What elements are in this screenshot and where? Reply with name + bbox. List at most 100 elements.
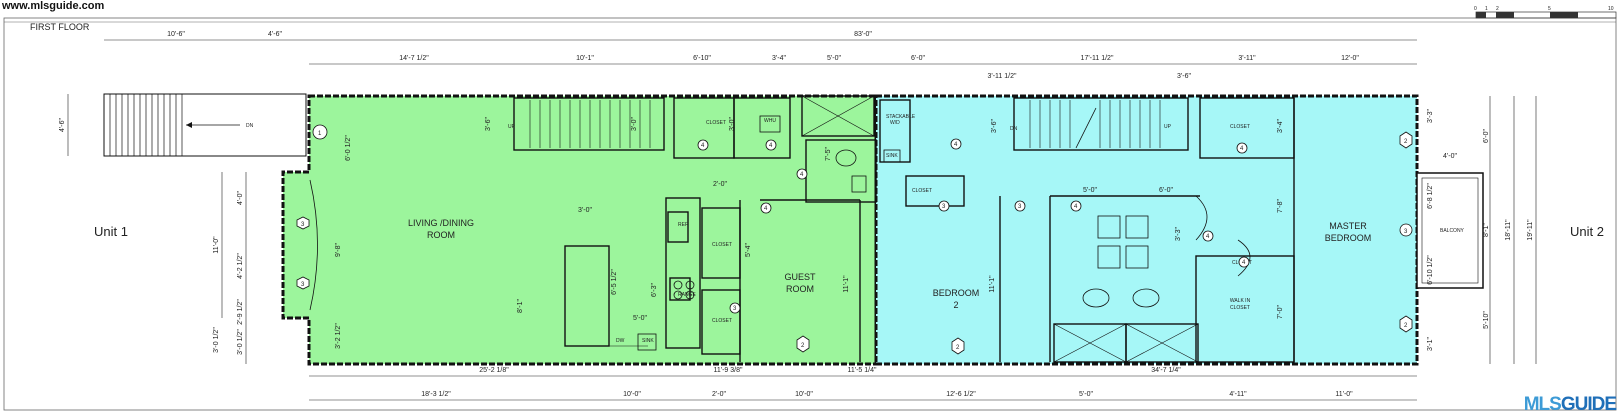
dim-bottom-7: 11'-0" — [1335, 391, 1353, 398]
dn-label-2: DN — [1010, 126, 1018, 132]
sheet-border — [3, 17, 1617, 411]
dim-top-inner-b: 3'-6" — [1177, 73, 1191, 80]
dim-top-4: 5'-0" — [827, 55, 841, 62]
tag-3-d: 3 — [942, 204, 946, 210]
plan-title: FIRST FLOOR — [30, 22, 90, 32]
tag-2-b: 2 — [956, 345, 960, 351]
dim-bottom-3: 10'-0" — [795, 391, 813, 398]
tag-3-b: 3 — [301, 282, 305, 288]
stackable-label-1: STACKABLE — [886, 114, 916, 120]
dim-int-14: 5'-0" — [1083, 187, 1097, 194]
dim-int-0: 6'-0 1/2" — [345, 135, 352, 161]
dim-top-7: 3'-11" — [1238, 55, 1256, 62]
ref-label: REF — [678, 222, 688, 228]
mlsguide-logo: MLSGUIDE — [1523, 394, 1617, 416]
closet-label-4: CLOSET — [912, 188, 932, 194]
unit2-fixtures — [883, 149, 1251, 308]
stackable-label-2: W/D — [890, 120, 900, 126]
dim-top-0: 14'-7 1/2" — [399, 55, 429, 62]
tag-2-d: 2 — [1404, 323, 1408, 329]
master-label-1: MASTER — [1329, 221, 1367, 231]
scale-10: 10 — [1608, 6, 1614, 12]
balcony: BALCONY — [1416, 172, 1484, 289]
tag-4-b: 4 — [769, 143, 773, 149]
dim-bottom-2: 2'-0" — [712, 391, 726, 398]
dim-top-1: 10'-1" — [576, 55, 594, 62]
dim-top-stair-a: 10'-6" — [167, 31, 185, 38]
dim-top-3: 3'-4" — [772, 55, 786, 62]
dim-right-0: 3'-3" — [1427, 109, 1434, 123]
ext-stair-dn: DN — [246, 123, 254, 129]
unit1-fixtures — [309, 115, 867, 351]
tag-2-a: 2 — [801, 343, 805, 349]
dim-int-6: 6'-5 1/2" — [611, 269, 618, 295]
closet-label-5: CLOSET — [1230, 124, 1250, 130]
dim-top-6: 17'-11 1/2" — [1081, 55, 1114, 62]
dim-right-4: 8'-1" — [1483, 223, 1490, 237]
closet-label-1: CLOSET — [706, 120, 726, 126]
tag-3-e: 3 — [1018, 204, 1022, 210]
dim-int-1: 9'-8" — [335, 243, 342, 257]
dim-bottom-5: 5'-0" — [1079, 391, 1093, 398]
dim-left-2: 4'-0" — [237, 191, 244, 205]
unit2-area — [874, 94, 1419, 366]
unit-1-label: Unit 1 — [94, 224, 128, 239]
dim-int-21: 7'-5" — [825, 147, 832, 161]
tag-4-i: 4 — [1242, 260, 1246, 266]
dim-left-4: 2'-9 1/2" — [237, 299, 244, 325]
watermark: www.mlsguide.com — [2, 0, 105, 12]
range-label: RANGE — [678, 292, 696, 298]
unit1-area — [281, 94, 878, 366]
dim-bottom-total-3: 34'-7 1/4" — [1151, 367, 1181, 374]
dim-bottom-6: 4'-11" — [1229, 391, 1247, 398]
tag-4-e: 4 — [954, 142, 958, 148]
scale-2: 2 — [1496, 6, 1499, 12]
dim-left-0: 4'-6" — [59, 118, 66, 132]
bedroom2-label-1: BEDROOM — [933, 288, 980, 298]
dim-left-1: 11'-0" — [213, 236, 220, 254]
dim-right-8: 18'-11" — [1505, 219, 1512, 241]
dim-bottom-total-0: 25'-2 1/8" — [479, 367, 509, 374]
tag-4-f: 4 — [1074, 204, 1078, 210]
tag-1-a: 1 — [318, 131, 322, 137]
dim-bottom-total-2: 11'-5 1/4" — [848, 367, 878, 374]
unit2-walls — [879, 97, 1295, 363]
scale-1: 1 — [1485, 6, 1488, 12]
unit-2-label: Unit 2 — [1570, 224, 1604, 239]
scale-5: 5 — [1548, 6, 1551, 12]
dim-left-3: 4'-2 1/2" — [237, 253, 244, 279]
living-label-2: ROOM — [427, 230, 455, 240]
dim-top-2: 6'-10" — [693, 55, 711, 62]
tag-3-a: 3 — [301, 222, 305, 228]
balcony-label: BALCONY — [1440, 228, 1465, 234]
dim-right-2: 4'-0" — [1443, 153, 1457, 160]
dim-int-9: 6'-3" — [651, 283, 658, 297]
dim-bottom-4: 12'-6 1/2" — [946, 391, 976, 398]
tag-3-c: 3 — [733, 306, 737, 312]
dim-int-4: 3'-0" — [578, 207, 592, 214]
dim-int-2: 3'-2 1/2" — [335, 323, 342, 349]
dim-bottom-0: 18'-3 1/2" — [421, 391, 451, 398]
master-label-2: BEDROOM — [1325, 233, 1372, 243]
dim-int-3: 3'-6" — [485, 117, 492, 131]
dim-top-inner-a: 3'-11 1/2" — [988, 73, 1018, 80]
closet-label-3: CLOSET — [712, 318, 732, 324]
up-label-1: UP — [508, 124, 516, 130]
scale-bar: 0 1 2 5 10 — [1474, 6, 1617, 19]
sink-label: SINK — [642, 338, 654, 344]
closet-label-2: CLOSET — [712, 242, 732, 248]
bedroom2-label-2: 2 — [953, 300, 958, 310]
dim-int-5: 2'-0" — [713, 181, 727, 188]
tag-4-d: 4 — [764, 206, 768, 212]
tag-4-h: 4 — [1206, 234, 1210, 240]
dim-right-1: 6'-0" — [1483, 129, 1490, 143]
dim-right-9: 19'-11" — [1527, 219, 1534, 241]
dim-int-16: 11'-1" — [989, 275, 996, 293]
dim-int-15: 6'-0" — [1159, 187, 1173, 194]
dim-int-18: 3'-4" — [1277, 119, 1284, 133]
living-label-1: LIVING /DINING — [408, 218, 474, 228]
brand-part-1: MLS — [1523, 394, 1562, 415]
dim-right-6: 5'-10" — [1483, 311, 1490, 329]
walkin-label-2: CLOSET — [1230, 305, 1250, 311]
